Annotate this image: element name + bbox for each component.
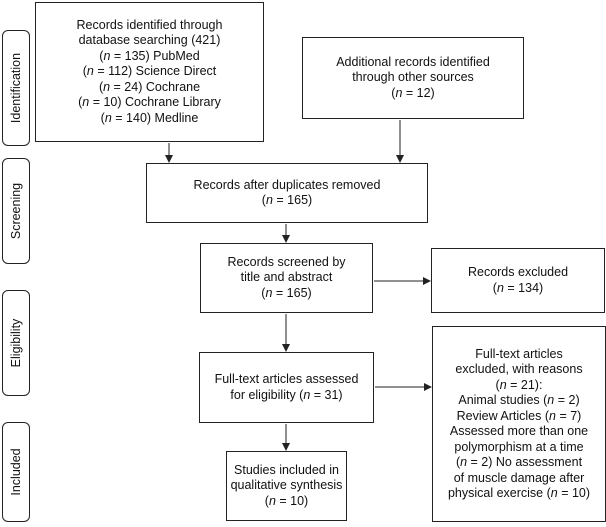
box-text-line: Additional records identified [336,54,490,69]
phase-identification: Identification [2,30,30,146]
box-text-line: through other sources [352,70,474,85]
box-text-line: (n = 140) Medline [100,110,199,125]
phase-included: Included [2,422,30,522]
box-text-line: (n = 135) PubMed [99,48,200,63]
box-text-line: title and abstract [240,270,333,285]
box-text-line: Records screened by [227,254,346,269]
box-text-line: physical exercise (n = 10) [447,486,591,500]
box-text-line: Assessed more than one [449,424,589,438]
box-text-line: Records excluded [467,265,569,279]
box-text-line: (n = 165) [261,285,312,300]
box-text-line: for eligibility (n = 31) [230,387,343,402]
box-text-line: Studies included in [234,462,339,477]
box-text-line: qualitative synthesis [230,478,343,493]
box-text-line: polymorphism at a time [454,439,584,454]
records-excluded-box: Records excluded(n = 134) [431,248,605,313]
box-text-line: (n = 112) Science Direct [82,64,217,79]
box-text-line: (n = 165) [261,193,313,207]
box-text-line: of muscle damage after [453,470,585,485]
box-text-line: (n = 134) [492,280,544,295]
box-text-line: Records after duplicates removed [193,177,381,192]
box-text-line: (n = 12) [391,85,435,100]
box-text-line: (n = 10) [264,493,309,508]
box-text-line: Full-text articles assessed [214,372,359,386]
box-text-line: Records identified through [76,17,223,32]
duplicates-removed-box: Records after duplicates removed(n = 165… [146,163,428,223]
box-text-line: (n = 10) Cochrane Library [78,95,221,110]
phase-eligibility: Eligibility [2,290,30,396]
box-text-line: Animal studies (n = 2) [458,393,580,407]
box-text-line: Review Articles (n = 7) [456,408,582,423]
box-text-line: database searching (421) [78,33,221,48]
box-text-line: (n = 2) No assessment [455,455,583,469]
phase-screening: Screening [2,158,30,264]
box-text-line: excluded, with reasons [455,362,583,376]
box-text-line: Full-text articles [475,346,563,361]
box-text-line: (n = 21): [495,377,543,392]
box-text-line: (n = 24) Cochrane [98,79,201,94]
